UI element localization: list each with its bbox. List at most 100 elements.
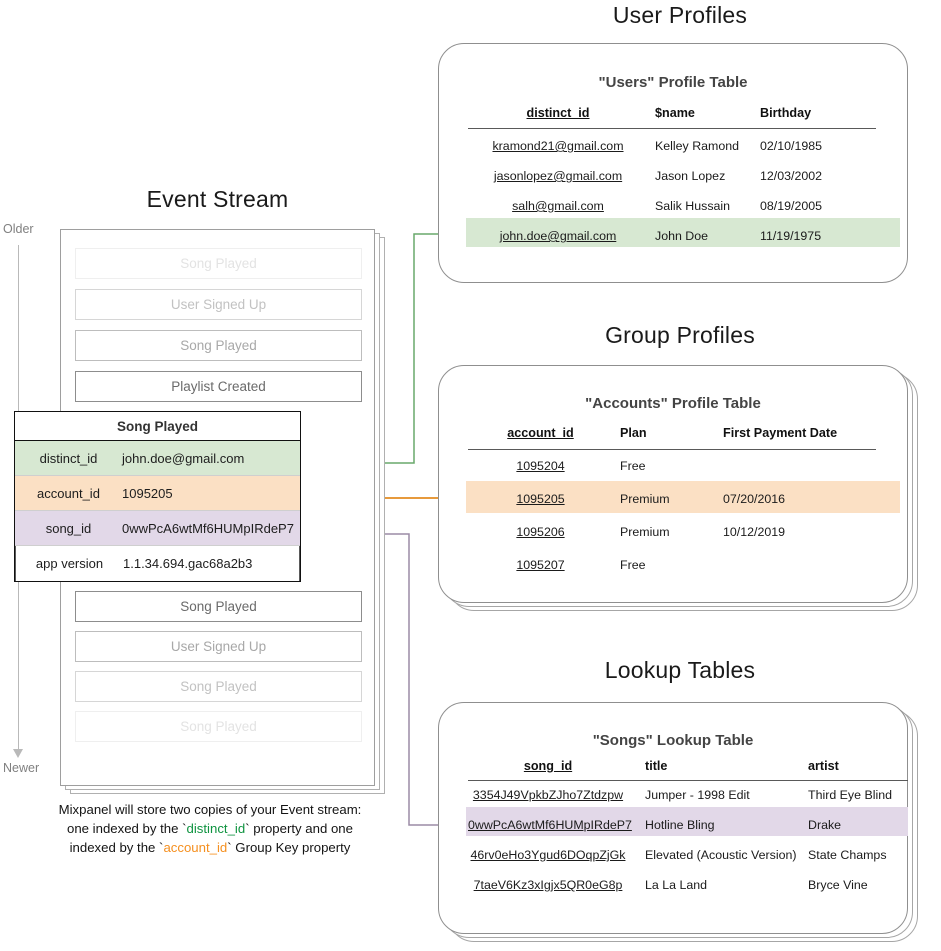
event-property-row: account_id 1095205 bbox=[15, 476, 300, 511]
event-item-before-2[interactable]: Song Played bbox=[75, 330, 362, 361]
songs-table-cell: Third Eye Blind bbox=[808, 788, 893, 802]
users-table-cell: 12/03/2002 bbox=[760, 169, 823, 183]
users-table-highlighted-row bbox=[466, 218, 900, 247]
accounts-table-cell: 10/12/2019 bbox=[723, 525, 786, 539]
expanded-event-properties: distinct_id john.doe@gmail.com account_id 1… bbox=[15, 441, 300, 581]
event-label: Song Played bbox=[180, 338, 257, 353]
event-item-after-0[interactable]: Song Played bbox=[75, 591, 362, 622]
users-table-cell: Jason Lopez bbox=[655, 169, 726, 183]
event-property-value: 1095205 bbox=[122, 485, 173, 501]
accounts-table-cell: Free bbox=[620, 558, 646, 572]
event-label: Song Played bbox=[180, 256, 257, 271]
expanded-event-name: Song Played bbox=[15, 412, 300, 441]
songs-table-column-header: song_id bbox=[523, 759, 573, 773]
caption-line-2-pre: one indexed by the ` bbox=[67, 821, 187, 836]
event-property-value: 0wwPcA6wtMf6HUMpIRdeP7 bbox=[122, 520, 294, 536]
users-table-column-header: $name bbox=[655, 106, 695, 120]
users-table-cell: 02/10/1985 bbox=[760, 139, 823, 153]
songs-table-cell: 46rv0eHo3Ygud6DOqpZjGk bbox=[470, 848, 626, 862]
accounts-table-cell: Premium bbox=[620, 492, 670, 506]
event-property-key: song_id bbox=[45, 520, 92, 536]
event-property-row: song_id 0wwPcA6wtMf6HUMpIRdeP7 bbox=[15, 511, 300, 546]
users-table-column-header: distinct_id bbox=[526, 106, 590, 120]
songs-table-column-header: artist bbox=[808, 759, 839, 773]
songs-table-cell: Hotline Bling bbox=[645, 818, 715, 832]
songs-table-header-rule bbox=[468, 780, 908, 782]
accounts-table-cell: Premium bbox=[620, 525, 670, 539]
songs-table-column-header: title bbox=[645, 759, 668, 773]
event-property-value: 1.1.34.694.gac68a2b3 bbox=[123, 556, 253, 571]
event-property-key: distinct_id bbox=[39, 450, 98, 466]
songs-table-cell: 3354J49VpkbZJho7Ztdzpw bbox=[472, 788, 624, 802]
songs-table-cell: 0wwPcA6wtMf6HUMpIRdeP7 bbox=[468, 818, 632, 832]
songs-table-cell: State Champs bbox=[808, 848, 887, 862]
event-item-before-3[interactable]: Playlist Created bbox=[75, 371, 362, 402]
users-table-cell: 08/19/2005 bbox=[760, 199, 823, 213]
accounts-table-cell: Free bbox=[620, 459, 646, 473]
users-table-cell: jasonlopez@gmail.com bbox=[493, 169, 623, 183]
users-table-cell: kramond21@gmail.com bbox=[492, 139, 624, 153]
event-property-key: account_id bbox=[37, 485, 100, 501]
users-table-cell: salh@gmail.com bbox=[512, 199, 604, 213]
event-item-after-1[interactable]: User Signed Up bbox=[75, 631, 362, 662]
event-label: Song Played bbox=[180, 719, 257, 734]
event-label: Song Played bbox=[180, 679, 257, 694]
caption-line-2: one indexed by the `distinct_id` propert… bbox=[40, 819, 380, 838]
accounts-table-header-rule bbox=[468, 449, 876, 451]
accounts-table-highlighted-row bbox=[466, 481, 900, 513]
group-profiles-title: Group Profiles bbox=[605, 322, 755, 348]
users-table-cell: Kelley Ramond bbox=[655, 139, 740, 153]
songs-table-cell: 7taeV6Kz3xIgjx5QR0eG8p bbox=[473, 878, 623, 892]
accounts-table-column-header: Plan bbox=[620, 426, 647, 440]
accounts-table-cell: 1095206 bbox=[516, 525, 565, 539]
caption-token-account-id: account_id bbox=[163, 840, 228, 855]
caption-line-3-post: ` Group Key property bbox=[227, 840, 351, 855]
expanded-event-card[interactable]: Song Played distinct_id john.doe@gmail.co… bbox=[14, 411, 301, 582]
songs-table-cell: La La Land bbox=[645, 878, 708, 892]
songs-table-cell: Drake bbox=[808, 818, 842, 832]
songs-table-title: "Songs" Lookup Table bbox=[592, 732, 754, 749]
timeline-older-label: Older bbox=[3, 222, 34, 236]
users-table-title: "Users" Profile Table bbox=[598, 74, 748, 91]
event-label: Song Played bbox=[180, 599, 257, 614]
diagram-caption: Mixpanel will store two copies of your E… bbox=[40, 800, 380, 857]
accounts-table-cell: 1095204 bbox=[516, 459, 565, 473]
timeline-arrow-icon bbox=[13, 749, 23, 758]
event-item-before-1[interactable]: User Signed Up bbox=[75, 289, 362, 320]
event-stream-title: Event Stream bbox=[146, 186, 289, 212]
event-label: User Signed Up bbox=[170, 639, 267, 654]
event-item-after-3[interactable]: Song Played bbox=[75, 711, 362, 742]
caption-line-3: indexed by the `account_id` Group Key pr… bbox=[40, 838, 380, 857]
event-item-after-2[interactable]: Song Played bbox=[75, 671, 362, 702]
timeline-newer-label: Newer bbox=[3, 761, 40, 775]
songs-table-highlighted-row bbox=[466, 807, 908, 836]
event-label: User Signed Up bbox=[170, 297, 267, 312]
accounts-table-cell: 07/20/2016 bbox=[723, 492, 786, 506]
event-property-row: app version 1.1.34.694.gac68a2b3 bbox=[15, 546, 300, 581]
users-table-cell: 11/19/1975 bbox=[760, 229, 822, 243]
user-profiles-title: User Profiles bbox=[612, 2, 748, 28]
event-property-key: app version bbox=[35, 556, 104, 571]
caption-line-2-post: ` property and one bbox=[245, 821, 353, 836]
users-table-cell: John Doe bbox=[655, 229, 709, 243]
caption-line-3-pre: indexed by the ` bbox=[69, 840, 164, 855]
users-table-cell: john.doe@gmail.com bbox=[499, 229, 617, 243]
users-table-header-rule bbox=[468, 128, 876, 130]
event-item-before-0[interactable]: Song Played bbox=[75, 248, 362, 279]
accounts-table-cell: 1095207 bbox=[516, 558, 565, 572]
event-property-row: distinct_id john.doe@gmail.com bbox=[15, 441, 300, 476]
accounts-table-column-header: account_id bbox=[507, 426, 574, 440]
caption-token-distinct-id: distinct_id bbox=[186, 821, 246, 836]
lookup-tables-title: Lookup Tables bbox=[604, 657, 756, 683]
event-property-value: john.doe@gmail.com bbox=[122, 450, 245, 466]
accounts-table-title: "Accounts" Profile Table bbox=[585, 395, 761, 412]
users-table-cell: Salik Hussain bbox=[655, 199, 731, 213]
users-table-column-header: Birthday bbox=[760, 106, 812, 120]
caption-line-1: Mixpanel will store two copies of your E… bbox=[58, 802, 362, 817]
songs-table-cell: Elevated (Acoustic Version) bbox=[645, 848, 797, 862]
songs-table-cell: Bryce Vine bbox=[808, 878, 868, 892]
event-label: Playlist Created bbox=[171, 379, 266, 394]
songs-table-cell: Jumper - 1998 Edit bbox=[645, 788, 750, 802]
accounts-table-cell: 1095205 bbox=[516, 492, 565, 506]
